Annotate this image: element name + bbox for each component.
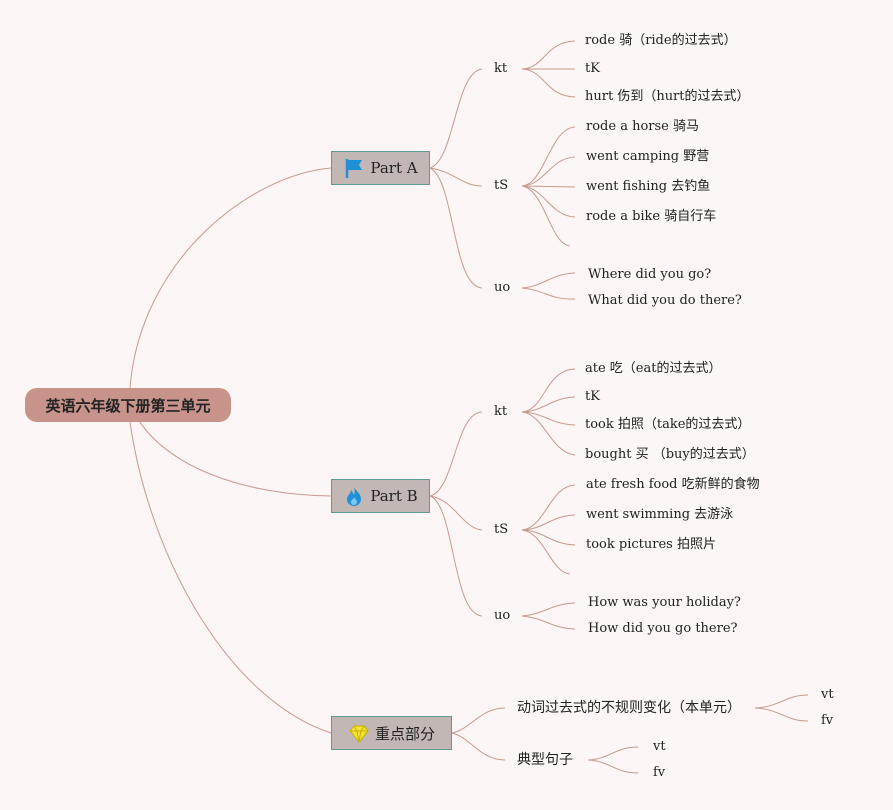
part-a-ts[interactable]: tS <box>494 178 509 193</box>
part-b-kt-item[interactable]: ate 吃（eat的过去式） <box>585 361 722 376</box>
branch-part-b-label: Part B <box>370 487 418 505</box>
part-a-kt[interactable]: kt <box>494 61 508 76</box>
part-b-kt-item[interactable]: tK <box>585 389 600 404</box>
part-a-uo[interactable]: uo <box>494 280 511 295</box>
part-b-ts-item[interactable]: went swimming 去游泳 <box>586 507 734 522</box>
branch-key-part[interactable]: 重点部分 <box>331 716 452 750</box>
key-verbs-item[interactable]: vt <box>821 687 834 702</box>
branch-part-a[interactable]: Part A <box>331 151 430 185</box>
key-sentences-item[interactable]: vt <box>653 739 666 754</box>
diamond-icon <box>348 722 370 744</box>
part-b-ts-item[interactable]: ate fresh food 吃新鲜的食物 <box>586 477 760 492</box>
flag-icon <box>343 157 365 179</box>
part-b-uo-item[interactable]: How did you go there? <box>588 621 738 636</box>
branch-part-b[interactable]: Part B <box>331 479 430 513</box>
part-b-uo-item[interactable]: How was your holiday? <box>588 595 741 610</box>
part-a-uo-item[interactable]: Where did you go? <box>588 267 712 282</box>
fire-icon <box>343 485 365 507</box>
part-b-ts[interactable]: tS <box>494 522 509 537</box>
part-a-kt-item[interactable]: hurt 伤到（hurt的过去式） <box>585 89 750 104</box>
part-b-uo[interactable]: uo <box>494 608 511 623</box>
key-verbs[interactable]: 动词过去式的不规则变化（本单元） <box>517 700 741 716</box>
part-a-ts-item[interactable]: rode a bike 骑自行车 <box>586 209 717 224</box>
key-sentences-item[interactable]: fv <box>653 765 666 780</box>
branch-key-part-label: 重点部分 <box>374 724 435 743</box>
part-b-ts-item[interactable]: took pictures 拍照片 <box>586 537 716 552</box>
part-a-kt-item[interactable]: rode 骑（ride的过去式） <box>585 33 737 48</box>
branch-part-a-label: Part A <box>370 159 418 177</box>
part-b-kt-item[interactable]: took 拍照（take的过去式） <box>585 417 751 432</box>
key-sentences[interactable]: 典型句子 <box>517 752 573 768</box>
root-topic[interactable]: 英语六年级下册第三单元 <box>25 388 231 422</box>
part-a-uo-item[interactable]: What did you do there? <box>588 293 742 308</box>
part-b-kt-item[interactable]: bought 买 （buy的过去式） <box>585 447 755 462</box>
part-b-kt[interactable]: kt <box>494 404 508 419</box>
part-a-ts-item[interactable]: rode a horse 骑马 <box>586 119 699 134</box>
part-a-ts-item[interactable]: went camping 野营 <box>586 149 710 164</box>
key-verbs-item[interactable]: fv <box>821 713 834 728</box>
part-a-kt-item[interactable]: tK <box>585 61 600 76</box>
part-a-ts-item[interactable]: went fishing 去钓鱼 <box>586 179 711 194</box>
